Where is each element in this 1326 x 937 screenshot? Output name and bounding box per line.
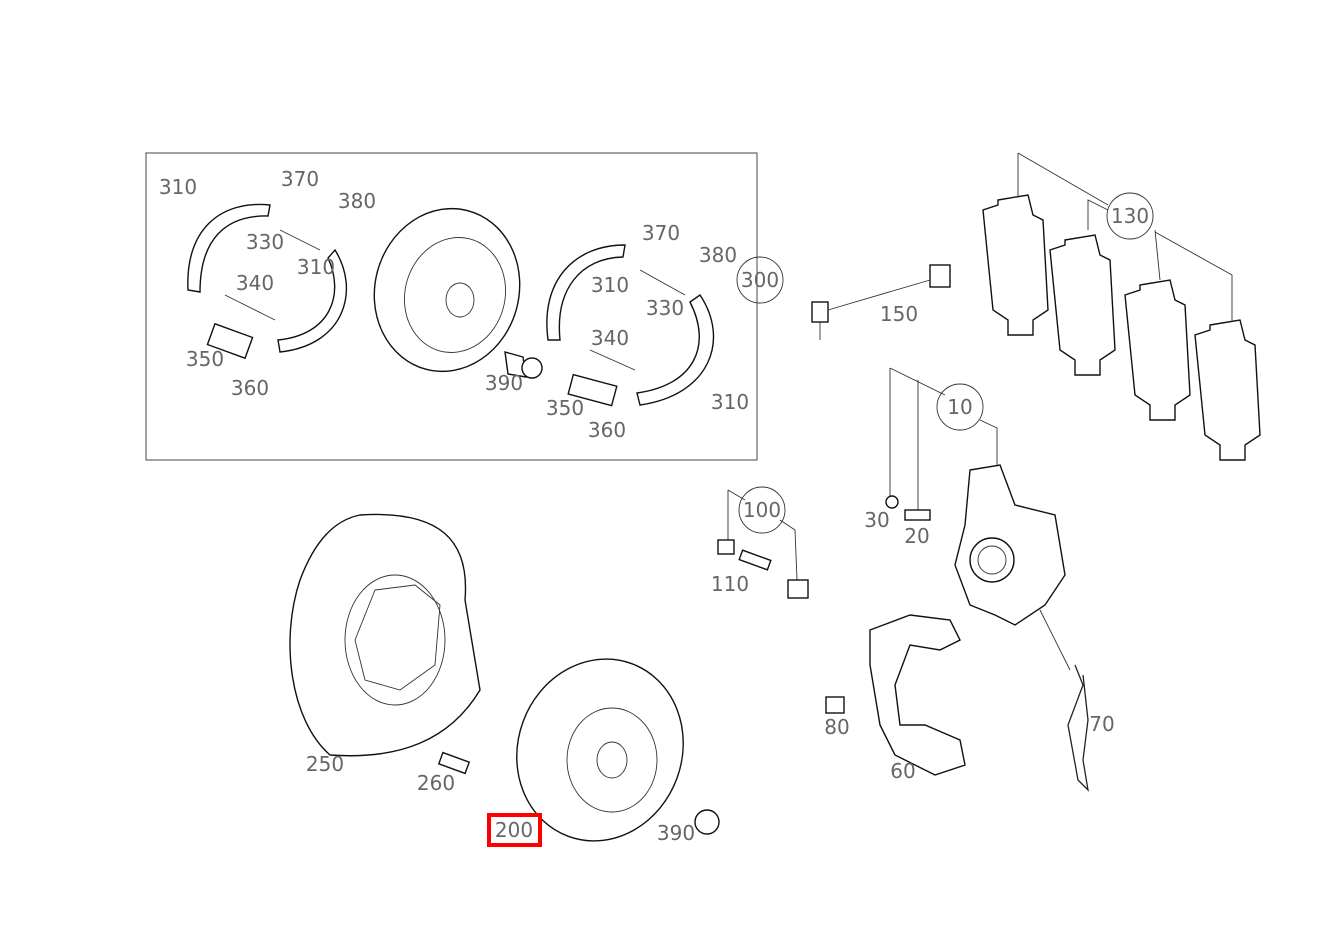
label-100[interactable]: 100 <box>743 498 781 522</box>
label-340[interactable]: 340 <box>236 271 274 295</box>
anti-rattle-spring <box>1067 664 1089 792</box>
label-380[interactable]: 380 <box>699 243 737 267</box>
brake-disc <box>516 658 684 842</box>
label-20[interactable]: 20 <box>904 524 929 548</box>
callout-circle-10 <box>936 383 984 431</box>
brake-caliper <box>889 367 1071 671</box>
label-310[interactable]: 310 <box>711 390 749 414</box>
label-30[interactable]: 30 <box>864 508 889 532</box>
label-340[interactable]: 340 <box>591 326 629 350</box>
guide-pin <box>904 509 931 521</box>
label-300[interactable]: 300 <box>741 268 779 292</box>
label-330[interactable]: 330 <box>246 230 284 254</box>
brake-pads <box>982 152 1261 461</box>
brake-shoe-right-set <box>546 244 715 407</box>
callout-circle-300 <box>736 256 784 304</box>
dust-shield <box>289 513 481 757</box>
brake-shoe-left-set <box>187 203 348 360</box>
label-80[interactable]: 80 <box>824 715 849 739</box>
label-310[interactable]: 310 <box>297 255 335 279</box>
label-200[interactable]: 200 <box>495 818 533 842</box>
label-350[interactable]: 350 <box>546 396 584 420</box>
bleed-valve <box>885 495 899 509</box>
disc-screw <box>694 809 720 835</box>
guide-kit <box>717 489 809 599</box>
label-310[interactable]: 310 <box>159 175 197 199</box>
label-380[interactable]: 380 <box>338 189 376 213</box>
label-360[interactable]: 360 <box>231 376 269 400</box>
label-110[interactable]: 110 <box>711 572 749 596</box>
label-70[interactable]: 70 <box>1089 712 1114 736</box>
brake-disc-kit <box>373 207 543 379</box>
wear-sensor <box>811 264 951 340</box>
label-130[interactable]: 130 <box>1111 204 1149 228</box>
label-150[interactable]: 150 <box>880 302 918 326</box>
label-350[interactable]: 350 <box>186 347 224 371</box>
label-390[interactable]: 390 <box>657 821 695 845</box>
label-330[interactable]: 330 <box>646 296 684 320</box>
selected-part-highlight <box>487 813 542 847</box>
label-360[interactable]: 360 <box>588 418 626 442</box>
label-260[interactable]: 260 <box>417 771 455 795</box>
label-10[interactable]: 10 <box>947 395 972 419</box>
bracket-bolt <box>825 696 845 714</box>
callout-circle-130 <box>1106 192 1154 240</box>
shield-bolt <box>437 751 471 775</box>
label-370[interactable]: 370 <box>281 167 319 191</box>
parking-brake-kit-frame <box>145 152 758 461</box>
label-370[interactable]: 370 <box>642 221 680 245</box>
caliper-bracket <box>869 614 966 776</box>
label-310[interactable]: 310 <box>591 273 629 297</box>
label-250[interactable]: 250 <box>306 752 344 776</box>
callout-circle-100 <box>738 486 786 534</box>
label-60[interactable]: 60 <box>890 759 915 783</box>
label-390[interactable]: 390 <box>485 371 523 395</box>
